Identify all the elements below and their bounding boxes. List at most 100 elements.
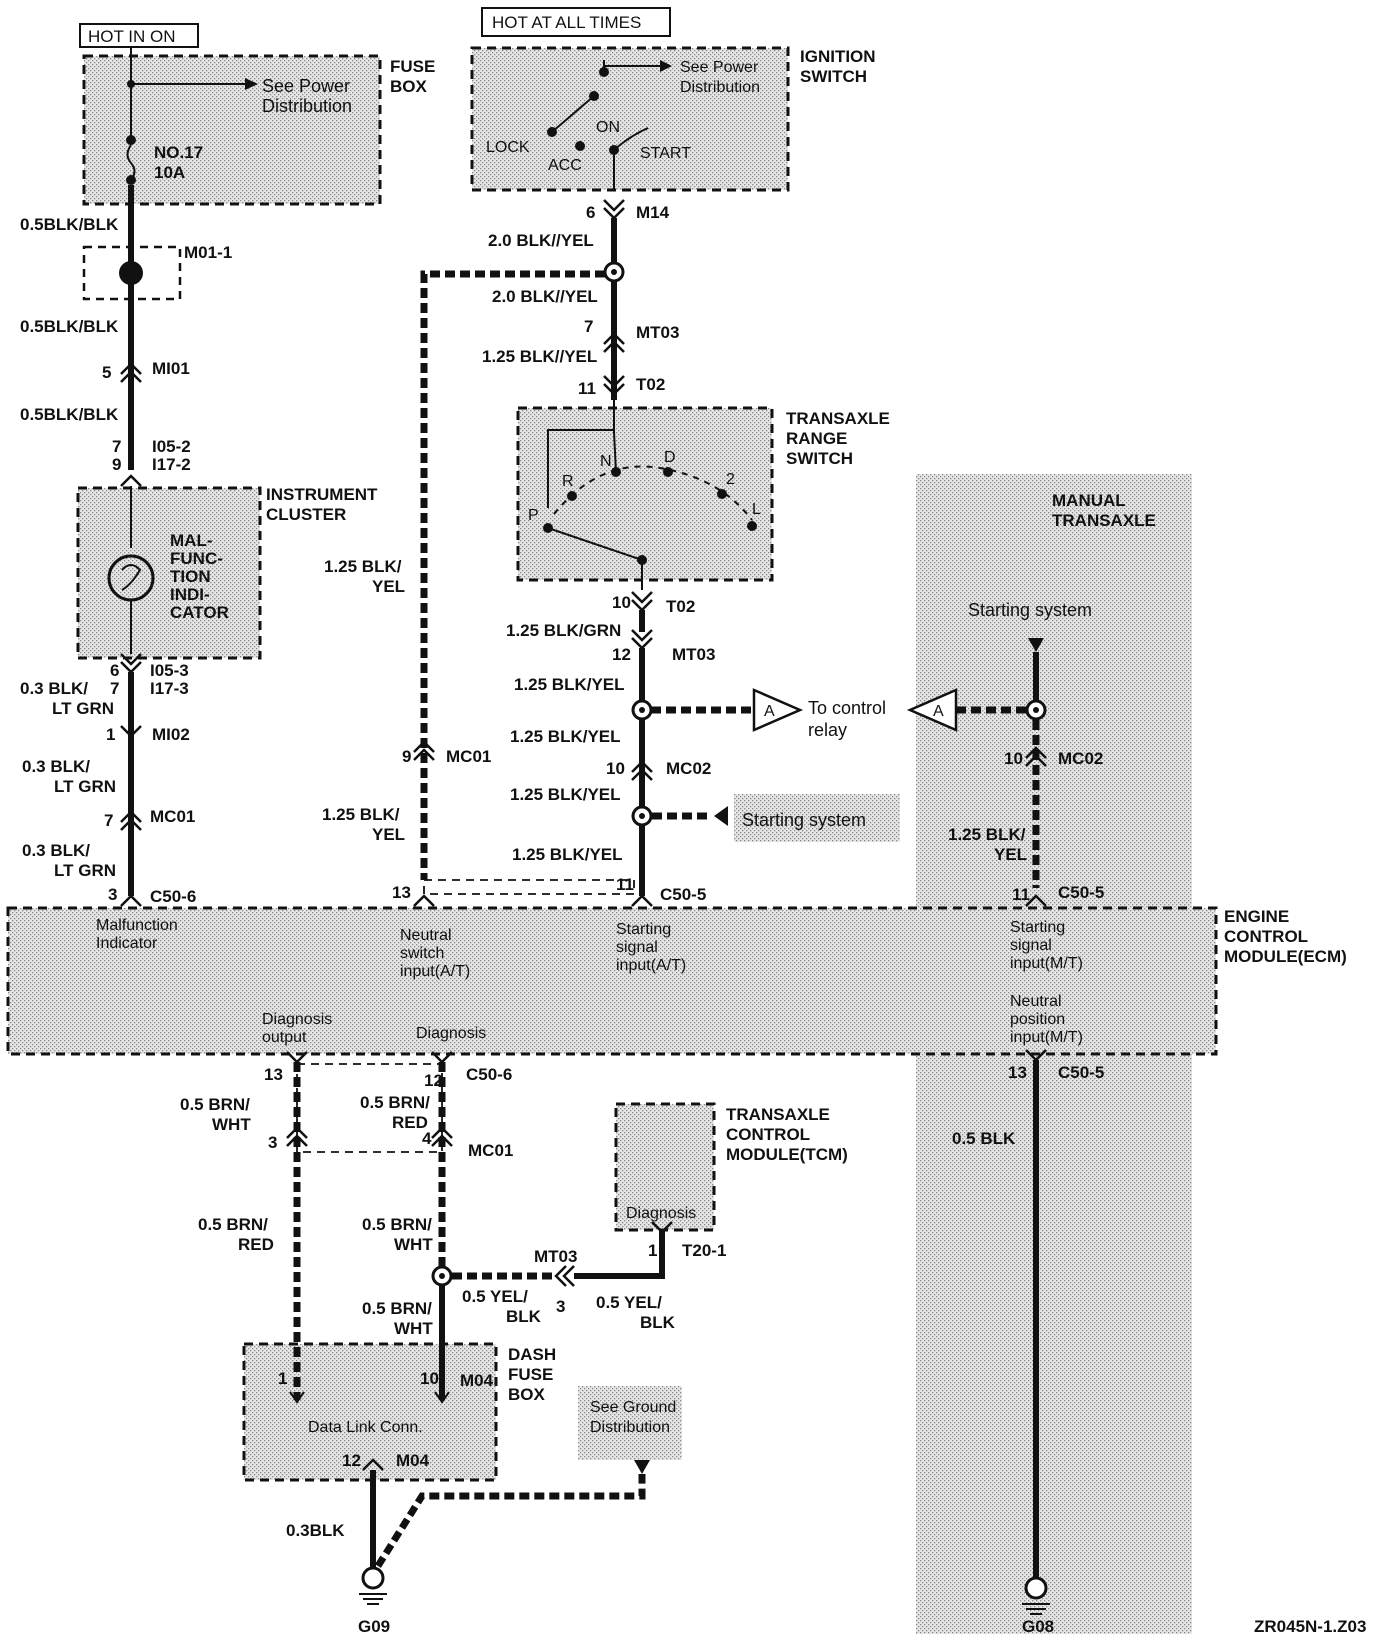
manual-c50-5b: C50-5 xyxy=(1058,1063,1104,1082)
ecm-mil-1: Malfunction xyxy=(96,917,178,934)
neutral-w2b: YEL xyxy=(372,825,405,844)
data-link-connector: Data Link Conn. xyxy=(308,1419,423,1436)
manual-title-1: MANUAL xyxy=(1052,491,1126,510)
mil-mc01: MC01 xyxy=(150,807,195,826)
diag-wf2: BLK xyxy=(506,1307,542,1326)
neutral-switch-circuit xyxy=(413,270,635,907)
sl-w1: 1.25 BLK/GRN xyxy=(506,621,621,640)
mil-w6b: LT GRN xyxy=(54,861,116,880)
dash-p10: 10 xyxy=(420,1369,439,1388)
diag-wg1: 0.5 YEL/ xyxy=(596,1293,662,1312)
mil-w6a: 0.3 BLK/ xyxy=(22,841,90,860)
fuse-see-power-2: Distribution xyxy=(262,96,352,116)
mil-p7b: 7 xyxy=(110,679,119,698)
ign-acc: ACC xyxy=(548,157,582,174)
fuse-see-power-1: See Power xyxy=(262,76,350,96)
diag-wc1: 0.5 BRN/ xyxy=(198,1215,268,1234)
ecm-diag: Diagnosis xyxy=(416,1025,486,1042)
manual-mc02: MC02 xyxy=(1058,749,1103,768)
mil-circuit xyxy=(107,47,258,907)
hot-in-on-label: HOT IN ON xyxy=(88,27,176,46)
dash-title-3: BOX xyxy=(508,1385,546,1404)
start-w2: 2.0 BLK//YEL xyxy=(492,287,598,306)
diag-p3: 3 xyxy=(268,1133,277,1152)
ecm-ss-3: input(A/T) xyxy=(616,957,686,974)
sl-p11: 11 xyxy=(616,875,634,894)
range-n: N xyxy=(600,453,612,470)
tcm-title-2: CONTROL xyxy=(726,1125,810,1144)
mil-w4b: LT GRN xyxy=(52,699,114,718)
diag-we1: 0.5 BRN/ xyxy=(362,1299,432,1318)
ecm-sm-1: Starting xyxy=(1010,919,1065,936)
dash-m04b: M04 xyxy=(396,1451,430,1470)
range-p: P xyxy=(528,507,539,524)
cluster-title-1: INSTRUMENT xyxy=(266,485,378,504)
diag-we2: WHT xyxy=(394,1319,433,1338)
manual-title-2: TRANSAXLE xyxy=(1052,511,1156,530)
mil-t5: CATOR xyxy=(170,603,229,622)
diag-wc2: RED xyxy=(238,1235,274,1254)
mil-t2: FUNC- xyxy=(170,549,223,568)
dash-title-1: DASH xyxy=(508,1345,556,1364)
hot-at-all-times-label: HOT AT ALL TIMES xyxy=(492,13,641,32)
neutral-p9: 9 xyxy=(402,747,411,766)
ignition-switch-contacts xyxy=(547,60,672,190)
ecm-title-1: ENGINE xyxy=(1224,907,1289,926)
mil-m01: M01-1 xyxy=(184,243,232,262)
ecm-ss-2: signal xyxy=(616,939,658,956)
tcm-t20: T20-1 xyxy=(682,1241,726,1260)
start-p11: 11 xyxy=(578,379,596,398)
hot-at-all-times-box xyxy=(481,7,671,37)
dash-title-2: FUSE xyxy=(508,1365,553,1384)
ref-a-left: A xyxy=(764,703,775,720)
sl-mc02: MC02 xyxy=(666,759,711,778)
mil-i17-2: I17-2 xyxy=(152,455,191,474)
mil-c50-6: C50-6 xyxy=(150,887,196,906)
ecm-ns-1: Neutral xyxy=(400,927,452,944)
sl-p10b: 10 xyxy=(606,759,625,778)
manual-g08: G08 xyxy=(1022,1617,1054,1636)
diag-wg2: BLK xyxy=(640,1313,676,1332)
ref-a-right: A xyxy=(933,703,944,720)
neutral-mc01: MC01 xyxy=(446,747,491,766)
ecm-np-3: input(M/T) xyxy=(1010,1029,1083,1046)
fuse-rating: 10A xyxy=(154,163,185,182)
fuse-box-title-2: BOX xyxy=(390,77,428,96)
mil-mi02: MI02 xyxy=(152,725,190,744)
diagnosis-circuit xyxy=(286,1051,673,1605)
diag-wb1: 0.5 BRN/ xyxy=(360,1093,430,1112)
diag-wa1: 0.5 BRN/ xyxy=(180,1095,250,1114)
sl-p12: 12 xyxy=(612,645,631,664)
ign-see-power-1: See Power xyxy=(680,59,759,76)
sl-p10: 10 xyxy=(612,593,631,612)
manual-transaxle-circuit xyxy=(956,638,1050,1615)
neutral-w2a: 1.25 BLK/ xyxy=(322,805,400,824)
mil-mi01: MI01 xyxy=(152,359,190,378)
ign-start: START xyxy=(640,145,691,162)
diag-c50-6: C50-6 xyxy=(466,1065,512,1084)
ecm-np-1: Neutral xyxy=(1010,993,1062,1010)
mil-p7: 7 xyxy=(112,437,121,456)
starting-system-label: Starting system xyxy=(742,810,866,830)
tcm-p1: 1 xyxy=(648,1241,657,1260)
diag-wf1: 0.5 YEL/ xyxy=(462,1287,528,1306)
range-title-2: RANGE xyxy=(786,429,847,448)
to-control-relay-2: relay xyxy=(808,720,847,740)
instrument-cluster-region xyxy=(76,486,262,660)
ecm-ns-3: input(A/T) xyxy=(400,963,470,980)
ecm-region xyxy=(6,906,1218,1056)
ecm-title-3: MODULE(ECM) xyxy=(1224,947,1347,966)
range-l: L xyxy=(752,501,761,518)
tcm-title-1: TRANSAXLE xyxy=(726,1105,830,1124)
ign-see-power-2: Distribution xyxy=(680,79,760,96)
ground-see-2: Distribution xyxy=(590,1419,670,1436)
diag-wd2: WHT xyxy=(394,1235,433,1254)
ecm-np-2: position xyxy=(1010,1011,1065,1028)
manual-p11: 11 xyxy=(1012,885,1030,904)
start-p7: 7 xyxy=(584,317,593,336)
mil-t4: INDI- xyxy=(170,585,210,604)
mil-w3: 0.5BLK/BLK xyxy=(20,405,119,424)
cluster-title-2: CLUSTER xyxy=(266,505,346,524)
mil-p6: 6 xyxy=(110,661,119,680)
